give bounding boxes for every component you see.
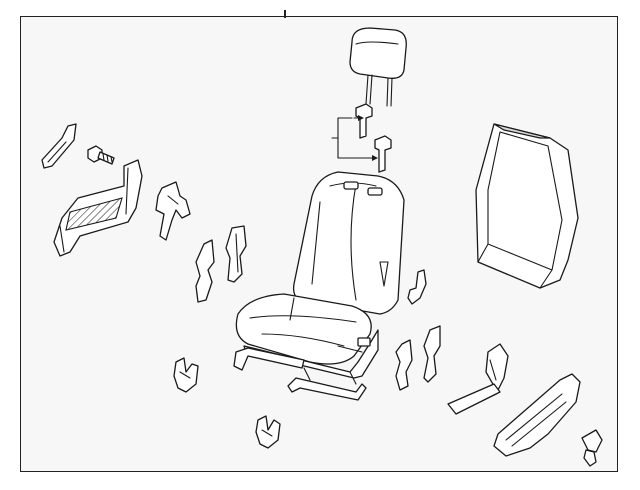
bolt bbox=[87, 145, 115, 165]
lower-clip-2 bbox=[255, 415, 281, 449]
headrest-guides bbox=[331, 103, 392, 173]
right-side-shield bbox=[447, 343, 509, 415]
left-inner-cover bbox=[195, 225, 247, 303]
left-side-shield bbox=[53, 159, 143, 257]
seat-back-pad bbox=[475, 123, 579, 289]
top-reference-tick bbox=[284, 10, 286, 18]
recline-lever bbox=[41, 123, 77, 169]
right-inner-cover bbox=[395, 325, 441, 391]
seat-assembly bbox=[233, 171, 405, 401]
hook-clip bbox=[407, 269, 427, 305]
headrest bbox=[349, 27, 407, 107]
clip-bracket bbox=[155, 181, 191, 241]
lower-clip-1 bbox=[173, 357, 199, 393]
right-side-trim bbox=[493, 373, 581, 457]
seat-belt-buckle bbox=[581, 429, 603, 467]
